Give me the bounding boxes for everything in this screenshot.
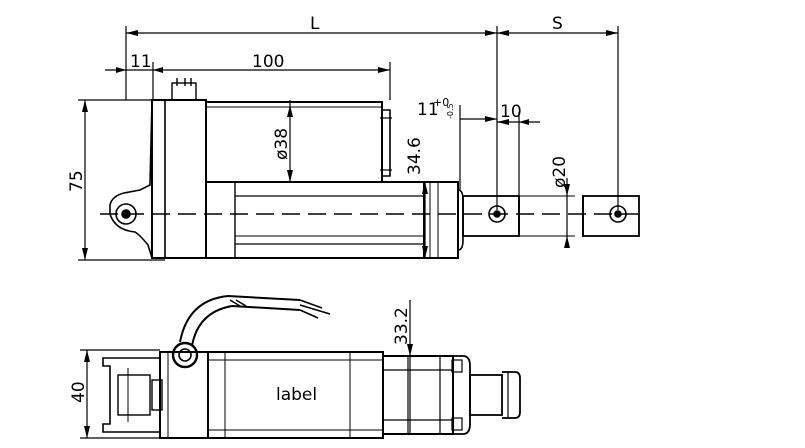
- dim-L: L: [310, 14, 320, 34]
- dim-dia20: ø20: [550, 156, 570, 188]
- dim-34-6: 34.6: [405, 137, 425, 175]
- dim-dia38: ø38: [272, 128, 292, 160]
- dim-33-2: 33.2: [392, 307, 412, 345]
- top-view: [78, 26, 645, 261]
- dimension-labels: L S 11 100 75 ø38 34.6 11 +0 -0.5 10 ø20…: [67, 14, 570, 405]
- dim-75: 75: [67, 170, 87, 192]
- dim-10: 10: [500, 102, 522, 122]
- dim-11-tolerance: 11: [417, 100, 439, 120]
- dim-11-left: 11: [130, 52, 152, 72]
- dim-11-tol-upper: +0: [433, 96, 449, 109]
- dim-11-tol-lower: -0.5: [446, 103, 455, 119]
- dim-40: 40: [69, 381, 89, 403]
- bottom-view: [80, 294, 521, 439]
- dim-S: S: [552, 14, 563, 34]
- dim-100: 100: [252, 52, 284, 72]
- product-label: label: [276, 385, 317, 405]
